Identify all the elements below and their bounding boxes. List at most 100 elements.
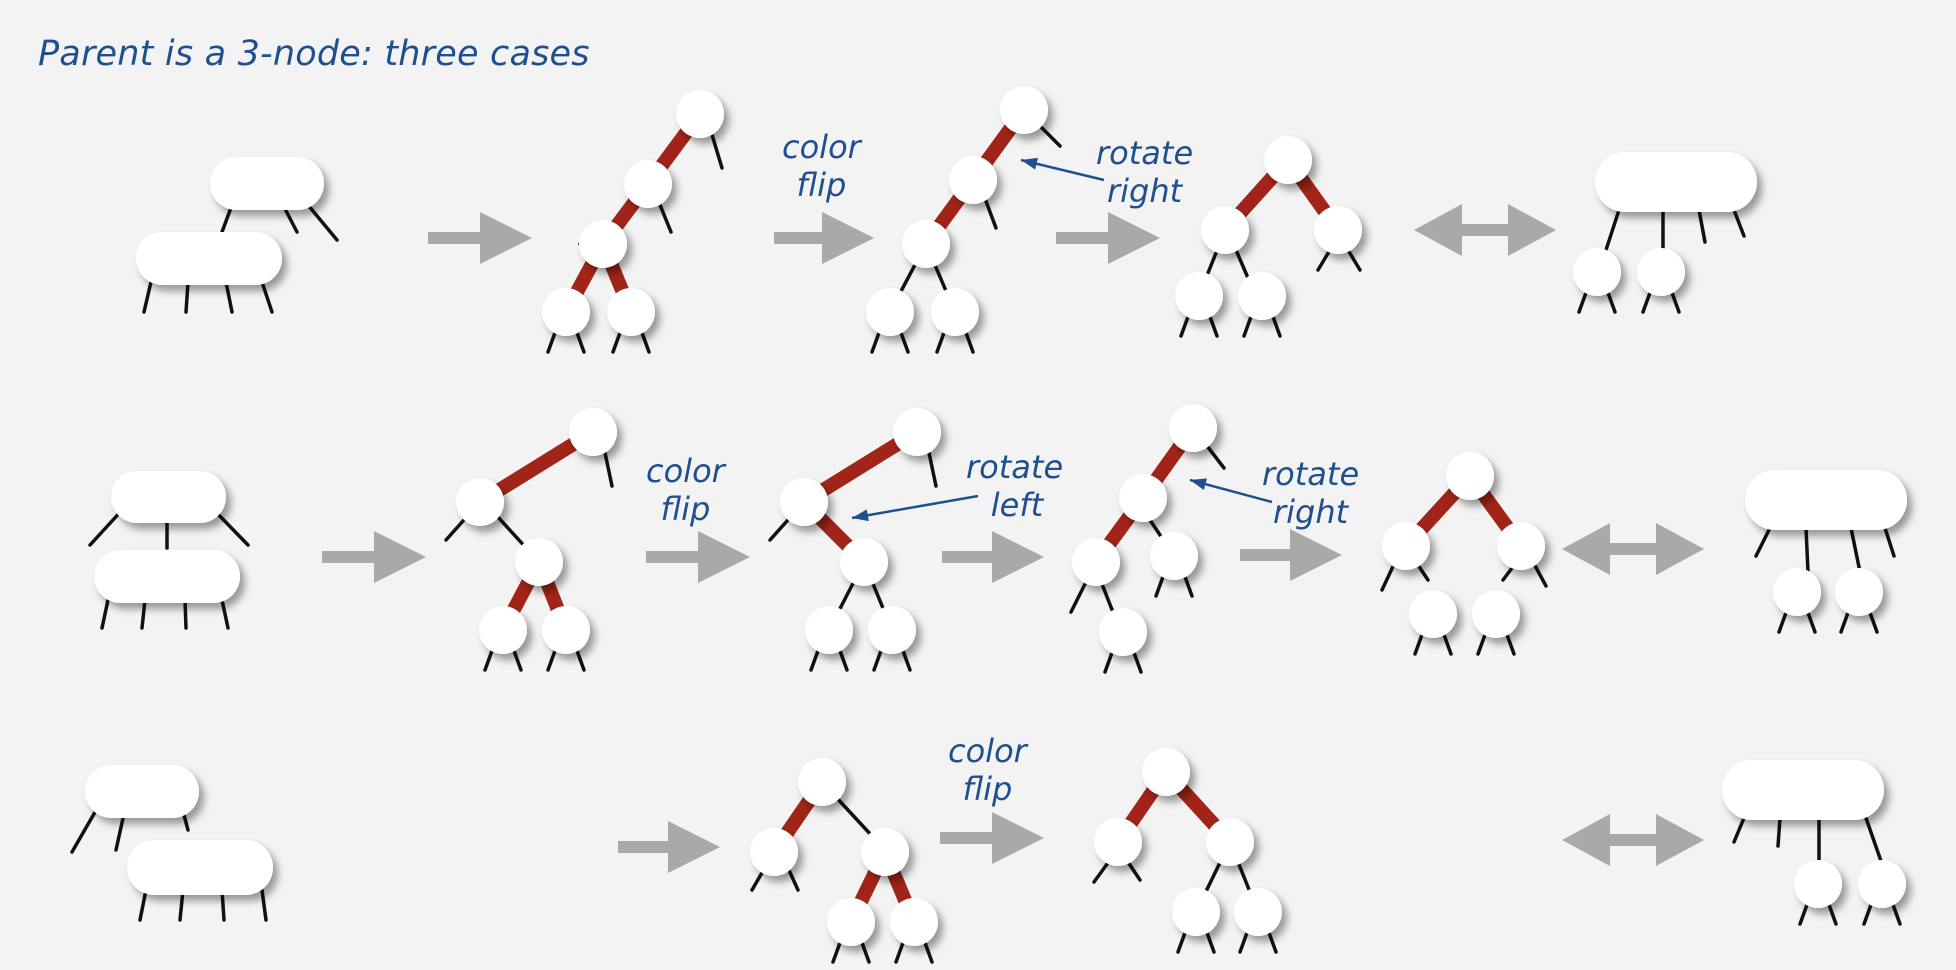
black-link bbox=[1266, 928, 1278, 954]
gray-arrow-shape bbox=[942, 531, 1044, 583]
black-link bbox=[1316, 248, 1332, 272]
tree-node bbox=[931, 288, 979, 336]
tree-node bbox=[1637, 248, 1685, 296]
rotate-right-label: rotate right bbox=[1262, 455, 1359, 531]
black-link bbox=[1531, 560, 1548, 588]
black-link bbox=[1204, 928, 1216, 954]
tree-node bbox=[1072, 538, 1120, 586]
three-node bbox=[127, 840, 273, 895]
black-link bbox=[837, 646, 849, 672]
black-link bbox=[100, 598, 110, 630]
tree-node bbox=[1000, 86, 1048, 134]
black-link bbox=[142, 280, 153, 314]
tree-node bbox=[1172, 888, 1220, 936]
three-node bbox=[111, 471, 226, 523]
black-link bbox=[574, 328, 586, 354]
page-title: Parent is a 3-node: three cases bbox=[38, 34, 590, 74]
gray-arrow-shape bbox=[940, 812, 1044, 864]
black-link bbox=[1207, 312, 1219, 338]
rotate-left-label: rotate left bbox=[966, 448, 1063, 524]
black-link bbox=[1754, 526, 1772, 558]
tree-node bbox=[1773, 568, 1821, 616]
rotate-left-word: rotate bbox=[966, 448, 1064, 486]
black-link bbox=[1238, 928, 1250, 954]
gray-arrow bbox=[942, 531, 1044, 583]
pointer-line bbox=[851, 494, 979, 520]
black-link bbox=[926, 446, 938, 488]
color-flip-label: color flip bbox=[646, 452, 725, 528]
color-flip-word: flip bbox=[660, 490, 711, 528]
tree-node bbox=[1472, 590, 1520, 638]
black-link bbox=[1441, 630, 1453, 656]
black-link bbox=[220, 598, 230, 630]
tree-node bbox=[1175, 272, 1223, 320]
black-link bbox=[306, 203, 339, 242]
gray-arrow bbox=[428, 212, 532, 264]
black-link bbox=[639, 328, 651, 354]
tree-node bbox=[1234, 888, 1282, 936]
tree-node bbox=[676, 90, 724, 138]
tree-node bbox=[861, 828, 909, 876]
black-link bbox=[922, 938, 934, 964]
tree-node bbox=[866, 288, 914, 336]
gray-arrow-shape bbox=[646, 531, 750, 583]
tree-node bbox=[1573, 248, 1621, 296]
gray-arrow bbox=[322, 531, 426, 583]
gray-arrow-shape bbox=[428, 212, 532, 264]
black-link bbox=[1864, 816, 1884, 866]
black-link bbox=[1798, 900, 1810, 926]
three-node bbox=[1595, 152, 1757, 212]
black-link bbox=[1862, 900, 1874, 926]
double-arrow bbox=[1562, 814, 1704, 866]
color-flip-word: flip bbox=[796, 166, 847, 204]
color-flip-word: color bbox=[646, 452, 725, 490]
black-link bbox=[1413, 630, 1425, 656]
black-link bbox=[1176, 928, 1188, 954]
three-node bbox=[94, 550, 240, 603]
black-link bbox=[1732, 816, 1746, 844]
black-link bbox=[1777, 608, 1789, 634]
rotate-right-word: right bbox=[1272, 493, 1349, 531]
gray-arrow-shape bbox=[322, 531, 426, 583]
gray-arrow bbox=[1240, 529, 1342, 581]
tree-node bbox=[1094, 818, 1142, 866]
tree-node bbox=[1314, 206, 1362, 254]
tree-node bbox=[1150, 532, 1198, 580]
black-link bbox=[1669, 288, 1681, 314]
black-link bbox=[1804, 526, 1810, 574]
tree-node bbox=[893, 408, 941, 456]
pointer-head bbox=[1190, 478, 1208, 490]
three-node bbox=[136, 232, 282, 285]
rotate-right-word: right bbox=[1106, 172, 1183, 210]
black-link bbox=[1776, 816, 1782, 848]
black-link bbox=[982, 194, 998, 230]
black-link bbox=[786, 866, 800, 892]
black-link bbox=[1092, 858, 1112, 884]
tree-node bbox=[1858, 860, 1906, 908]
black-link bbox=[1577, 288, 1589, 314]
tree-node bbox=[949, 156, 997, 204]
black-link bbox=[1504, 630, 1516, 656]
black-link bbox=[260, 888, 268, 922]
color-flip-word: color bbox=[782, 128, 861, 166]
black-link bbox=[963, 328, 975, 354]
tree-node bbox=[1794, 860, 1842, 908]
tree-node bbox=[805, 606, 853, 654]
tree-node bbox=[1409, 590, 1457, 638]
black-link bbox=[1270, 312, 1282, 338]
tree-node bbox=[780, 478, 828, 526]
color-flip-label: color flip bbox=[948, 732, 1027, 808]
tree-node bbox=[868, 606, 916, 654]
three-node bbox=[210, 157, 324, 210]
three-node bbox=[1745, 470, 1907, 530]
tree-node bbox=[798, 758, 846, 806]
tree-node bbox=[569, 408, 617, 456]
gray-arrow bbox=[774, 212, 874, 264]
tree-node bbox=[840, 538, 888, 586]
black-link bbox=[1204, 246, 1220, 280]
black-link bbox=[511, 646, 523, 672]
black-link bbox=[1883, 526, 1896, 558]
color-flip-word: flip bbox=[962, 770, 1013, 808]
black-link bbox=[183, 598, 188, 630]
